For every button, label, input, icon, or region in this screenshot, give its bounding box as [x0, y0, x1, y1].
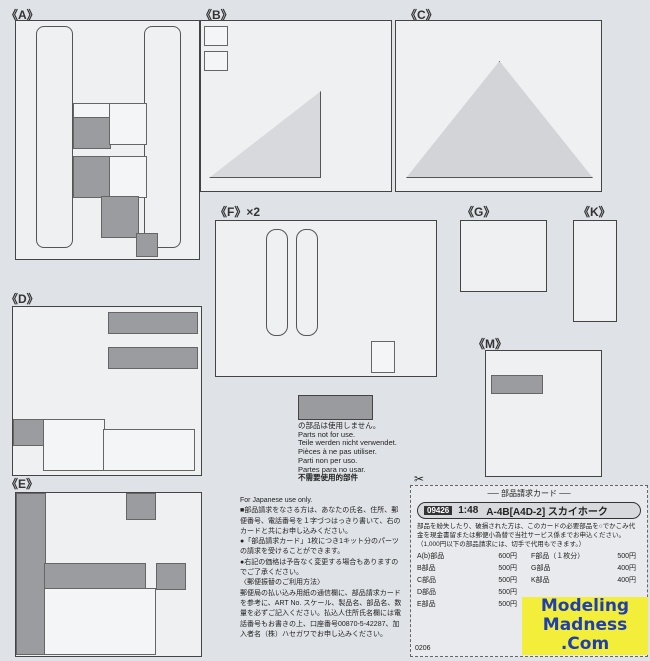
part-price: 400円	[617, 577, 636, 584]
sprue-e	[15, 492, 202, 657]
price-row: B部品 500円	[417, 564, 517, 573]
price-row: D部品 500円	[417, 588, 517, 597]
part-cell	[43, 419, 105, 471]
note-paragraph: ■部品請求をなさる方は、あなたの氏名、住所、郵便番号、電話番号を１字づつはっきり…	[240, 507, 401, 535]
part-name: A(b)部品	[417, 553, 445, 560]
part-name: C部品	[417, 577, 437, 584]
sprue-b-label: 《B》	[200, 8, 233, 22]
price-row: E部品 500円	[417, 600, 517, 609]
part-cell	[136, 233, 158, 257]
part-name: F部品（１枚分）	[531, 553, 585, 560]
note-heading: For Japanese use only.	[240, 497, 313, 504]
wing-part	[209, 91, 321, 178]
lower-wing-part	[406, 61, 593, 178]
part-cell	[108, 347, 198, 369]
part-price: 500円	[498, 589, 517, 596]
sprue-c-label: 《C》	[405, 8, 438, 22]
sprue-m-label: 《M》	[473, 337, 507, 351]
not-for-use-swatch	[298, 395, 373, 420]
sprue-d	[12, 306, 202, 476]
sprue-m	[485, 350, 602, 477]
sprue-f-label: 《F》×2	[215, 205, 261, 219]
sprue-a	[15, 20, 200, 260]
kit-name: A-4B[A4D-2] スカイホーク	[486, 507, 608, 518]
sprue-a-label: 《A》	[6, 8, 39, 22]
watermark-line: Modeling	[540, 596, 630, 616]
legend-line: Parti non per uso.	[298, 455, 358, 465]
price-row: K部品 400円	[531, 576, 636, 585]
note-paragraph: ●右記の価格は予告なく変更する場合もありますのでご了承ください。	[240, 558, 399, 577]
card-title: ── 部品請求カード ──	[487, 489, 571, 498]
part-cell	[109, 156, 147, 198]
sprue-d-label: 《D》	[6, 292, 39, 306]
part-cell	[16, 493, 46, 655]
sprue-b	[200, 20, 392, 192]
price-row: A(b)部品 600円	[417, 552, 517, 561]
part-price: 500円	[498, 601, 517, 608]
watermark-line: Madness	[542, 615, 628, 635]
note-paragraph: 〈郵便振替のご利用方法〉	[240, 579, 324, 587]
not-for-use-legend: の部品は使用しません。 Parts not for use. Teile wer…	[298, 421, 397, 483]
part-name: B部品	[417, 565, 436, 572]
fuselage-half-right	[144, 26, 181, 248]
part-cell	[156, 563, 186, 590]
drop-tank-half	[296, 229, 318, 336]
part-cell	[371, 341, 395, 373]
kit-code: 09426	[424, 506, 453, 515]
part-cell	[44, 563, 146, 590]
card-description: 部品を紛失したり、破損された方は、このカードの必要部品を○でかこみ代金を現金書留…	[417, 523, 636, 548]
legend-line: 不需要使用的部件	[298, 473, 358, 483]
part-price: 400円	[617, 565, 636, 572]
part-cell	[491, 375, 543, 394]
part-cell	[126, 493, 156, 520]
legend-line: Parts not for use.	[298, 429, 356, 439]
part-cell	[108, 312, 198, 334]
drop-tank-half	[266, 229, 288, 336]
scissors-icon: ✂	[414, 472, 425, 486]
price-row: F部品（１枚分） 500円	[531, 552, 636, 561]
sprue-e-label: 《E》	[6, 477, 39, 491]
part-name: G部品	[531, 565, 551, 572]
price-row: G部品 400円	[531, 564, 636, 573]
legend-line: Pièces à ne pas utiliser.	[298, 447, 377, 457]
legend-line: の部品は使用しません。	[298, 421, 381, 430]
part-price: 500円	[617, 553, 636, 560]
part-cell	[204, 26, 228, 46]
sprue-g	[460, 220, 547, 292]
sprue-c	[395, 20, 602, 192]
legend-line: Partes para no usar.	[298, 464, 366, 474]
part-name: E部品	[417, 601, 436, 608]
part-cell	[44, 588, 156, 655]
part-price: 500円	[498, 565, 517, 572]
card-number: 0206	[415, 645, 431, 652]
part-cell	[204, 51, 228, 71]
part-cell	[73, 117, 111, 149]
price-row: C部品 500円	[417, 576, 517, 585]
part-name: D部品	[417, 589, 437, 596]
modeling-madness-watermark: Modeling Madness .Com	[522, 597, 648, 655]
sprue-f	[215, 220, 437, 377]
part-price: 600円	[498, 553, 517, 560]
japanese-order-note: For Japanese use only. ■部品請求をなさる方は、あなたの氏…	[240, 496, 405, 640]
sprue-g-label: 《G》	[462, 205, 496, 219]
fuselage-half-left	[36, 26, 73, 248]
part-name: K部品	[531, 577, 550, 584]
part-cell	[109, 103, 147, 145]
sprue-k	[573, 220, 617, 322]
note-paragraph: ●「部品請求カード」1枚につき1キット分のパーツの請求を受けることができます。	[240, 538, 399, 556]
sprue-k-label: 《K》	[578, 205, 611, 219]
legend-line: Teile werden nicht verwendet.	[298, 438, 397, 448]
part-cell	[13, 419, 45, 446]
kit-scale: 1:48	[458, 505, 479, 516]
part-cell	[103, 429, 195, 471]
part-cell	[101, 196, 139, 238]
part-price: 500円	[498, 577, 517, 584]
kit-banner: 09426 1:48 A-4B[A4D-2] スカイホーク	[417, 502, 641, 519]
part-cell	[73, 156, 111, 198]
note-paragraph: 郵便局の払い込み用紙の通信欄に、部品請求カードを参考に、ART No. スケール…	[240, 589, 402, 638]
watermark-line: .Com	[560, 634, 610, 654]
